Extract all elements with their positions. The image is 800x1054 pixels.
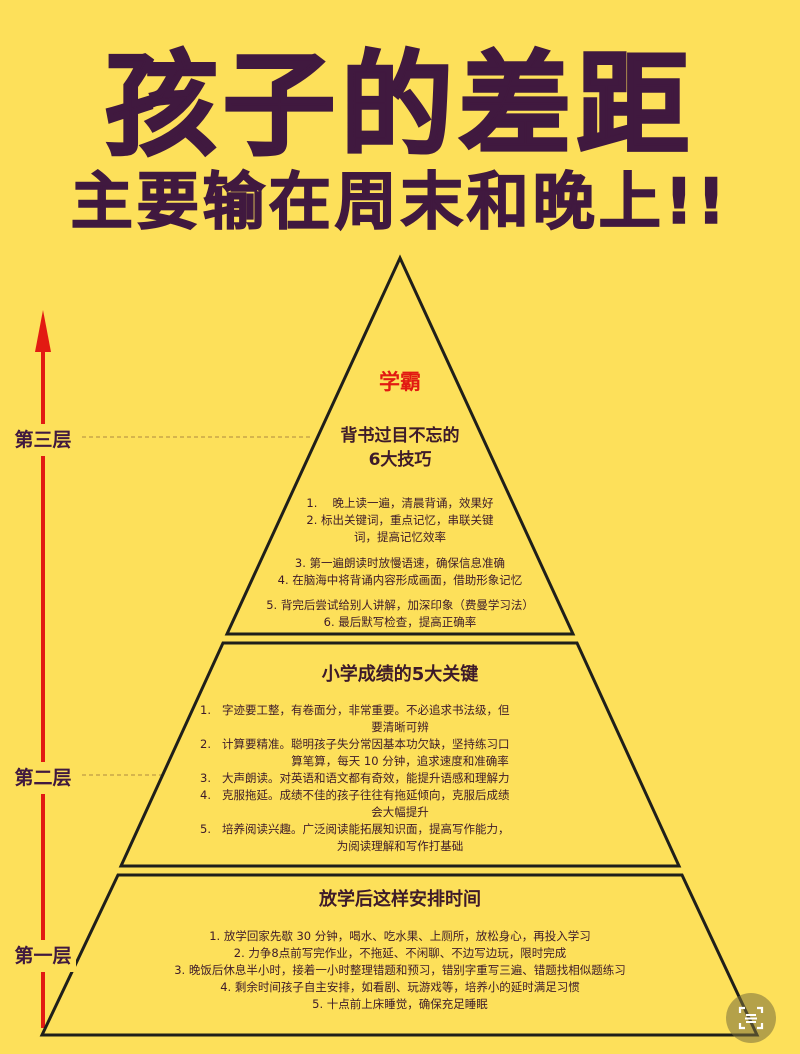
list-item: 1. 放学回家先歇 30 分钟，喝水、吃水果、上厕所，放松身心，再投入学习 bbox=[209, 929, 591, 943]
layer-label-3: 第三层 bbox=[10, 424, 76, 456]
scan-text-icon bbox=[738, 1006, 764, 1030]
top-tier-list: 1. 晚上读一遍，清晨背诵，效果好 2. 标出关键词，重点记忆，串联关键 词，提… bbox=[236, 495, 564, 546]
pyramid-middle-tier bbox=[118, 641, 682, 868]
pyramid-top-tier bbox=[224, 254, 576, 636]
list-item: 3.大声朗读。对英语和语文都有奇效，能提升语感和理解力 bbox=[200, 771, 510, 785]
top-heading-line1: 背书过目不忘的 bbox=[340, 426, 460, 446]
list-item: 5.培养阅读兴趣。广泛阅读能拓展知识面，提高写作能力， 为阅读理解和写作打基础 bbox=[200, 822, 510, 853]
middle-tier-list: 1.字迹要工整，有卷面分，非常重要。不必追求书法级，但 要清晰可辨 2.计算要精… bbox=[200, 702, 600, 855]
top-tier-list-3: 5. 背完后尝试给别人讲解，加深印象（费曼学习法） 6. 最后默写检查，提高正确… bbox=[236, 597, 564, 631]
list-item: 4. 剩余时间孩子自主安排，如看剧、玩游戏等，培养小的延时满足习惯 bbox=[220, 980, 580, 994]
scan-text-button[interactable] bbox=[726, 993, 776, 1043]
layer-label-1: 第一层 bbox=[10, 940, 76, 972]
page-subtitle: 主要输在周末和晚上!! bbox=[70, 165, 730, 239]
list-item: 1. 晚上读一遍，清晨背诵，效果好 bbox=[306, 496, 494, 510]
list-item: 4. 在脑海中将背诵内容形成画面，借助形象记忆 bbox=[277, 573, 523, 587]
top-heading-line2: 6大技巧 bbox=[368, 450, 432, 470]
list-item: 2. 力争8点前写完作业，不拖延、不闲聊、不边写边玩，限时完成 bbox=[233, 946, 567, 960]
top-tier-list-2: 3. 第一遍朗读时放慢语速，确保信息准确 4. 在脑海中将背诵内容形成画面，借助… bbox=[236, 555, 564, 589]
list-item: 5. 十点前上床睡觉，确保充足睡眠 bbox=[312, 997, 488, 1011]
list-item: 3. 晚饭后休息半小时，接着一小时整理错题和预习，错别字重写三遍、错题找相似题练… bbox=[174, 963, 626, 977]
top-tier-heading: 背书过目不忘的 6大技巧 bbox=[280, 424, 520, 472]
page-title: 孩子的差距 bbox=[104, 41, 695, 171]
list-item: 2. 标出关键词，重点记忆，串联关键 词，提高记忆效率 bbox=[306, 513, 494, 544]
list-item: 5. 背完后尝试给别人讲解，加深印象（费曼学习法） bbox=[266, 598, 534, 612]
middle-tier-heading: 小学成绩的5大关键 bbox=[321, 664, 479, 685]
list-item: 4.克服拖延。成绩不佳的孩子往往有拖延倾向，克服后成绩 会大幅提升 bbox=[200, 788, 510, 819]
bottom-tier-heading: 放学后这样安排时间 bbox=[319, 889, 481, 910]
peak-label: 学霸 bbox=[379, 370, 421, 394]
bottom-tier-list: 1. 放学回家先歇 30 分钟，喝水、吃水果、上厕所，放松身心，再投入学习 2.… bbox=[90, 928, 710, 1013]
layer-label-2: 第二层 bbox=[10, 762, 76, 794]
list-item: 1.字迹要工整，有卷面分，非常重要。不必追求书法级，但 要清晰可辨 bbox=[200, 703, 510, 734]
list-item: 3. 第一遍朗读时放慢语速，确保信息准确 bbox=[294, 556, 506, 570]
list-item: 6. 最后默写检查，提高正确率 bbox=[323, 615, 477, 629]
list-item: 2.计算要精准。聪明孩子失分常因基本功欠缺，坚持练习口 算笔算，每天 10 分钟… bbox=[200, 737, 510, 768]
up-arrow-icon bbox=[35, 310, 51, 1028]
